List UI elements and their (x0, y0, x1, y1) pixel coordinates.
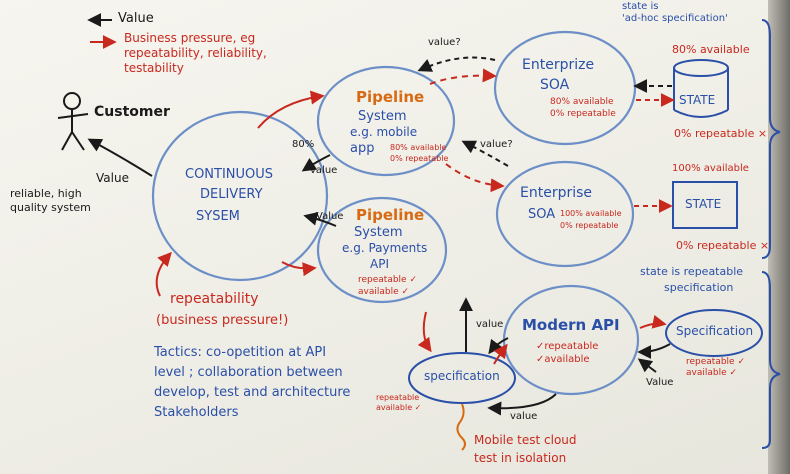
state-bottom-label: STATE (685, 197, 722, 211)
pressure-arrow-cd-to-mobile (257, 90, 325, 129)
spec-right-check-1: repeatable ✓ (686, 357, 746, 367)
state-bottom-repeatable: 0% repeatable × (676, 239, 770, 252)
legend-value-label: Value (118, 11, 154, 26)
mobile-cloud-line-1: Mobile test cloud (474, 433, 577, 447)
tactics-line-3: develop, test and architecture (154, 385, 351, 400)
value-arrow-mobile-to-cd (301, 154, 331, 172)
repeatability-note-line-2: (business pressure!) (156, 313, 289, 328)
modern-api-check-1: ✓repeatable (536, 341, 599, 352)
spec-left-check-2: available ✓ (376, 403, 422, 412)
spec-right-check-2: available ✓ (686, 368, 738, 378)
pipeline-mobile-circle (316, 65, 456, 177)
soa-top-line-1: Enterprize (522, 57, 595, 73)
cd-system-line-1: CONTINUOUS (185, 167, 274, 182)
cd-system-line-3: SYSEM (196, 209, 240, 224)
pressure-arrow-cd-to-payments (281, 261, 317, 277)
whiteboard-frame (768, 0, 790, 474)
soa-bottom-circle (495, 160, 635, 268)
pipeline-payments-title: Pipeline (356, 206, 425, 224)
state-bottom-available: 100% available (672, 163, 749, 174)
pipeline-payments-check-2: available ✓ (358, 287, 410, 297)
arrow-label-value-q-top: value? (428, 37, 461, 48)
arrow-label-value-q-mid: value? (480, 139, 513, 150)
brace-bottom (761, 271, 781, 449)
value-arrow-cd-to-customer (87, 138, 153, 177)
left-value-label: Value (96, 171, 129, 185)
pipeline-mobile-line-3: app (350, 141, 375, 156)
spec-left-label: specification (424, 369, 500, 383)
spec-right-ellipse (665, 309, 763, 357)
soa-top-stat-2: 0% repeatable (550, 109, 616, 119)
soa-bottom-stat-2: 0% repeatable (560, 221, 619, 230)
state-top-repeatable: 0% repeatable × (674, 127, 768, 140)
pipeline-mobile-stat-2: 0% repeatable (390, 154, 449, 163)
spec-left-ellipse (408, 352, 516, 404)
spec-left-check-1: repeatable (376, 393, 420, 402)
pipeline-payments-line-1: System (354, 225, 403, 240)
pressure-arrow-spec-left (417, 311, 432, 353)
adhoc-note-line-2: 'ad-hoc specification' (622, 13, 728, 24)
pipeline-mobile-line-1: System (358, 109, 407, 124)
modern-api-check-2: ✓available (536, 354, 590, 365)
tactics-line-2: level ; collaboration between (154, 365, 343, 380)
value-arrow-modern-to-spec (487, 393, 557, 416)
arrow-label-value-payments: Value (316, 211, 344, 222)
state-top-available: 80% available (672, 43, 750, 56)
cd-system-line-2: DELIVERY (200, 187, 263, 202)
state-top-cylinder (673, 59, 729, 118)
legend-pressure-line-2: repeatability, reliability, (124, 46, 267, 60)
soa-bottom-line-2: SOA (528, 207, 556, 222)
reliable-note-line-2: quality system (10, 201, 91, 214)
mobile-cloud-squiggle (456, 403, 466, 451)
pressure-arrow-repeatability-up (155, 251, 172, 297)
value-arrow-bottom-spec (637, 358, 657, 373)
arrow-label-value-spec-bottom: value (510, 411, 538, 422)
legend-pressure-line-1: Business pressure, eg (124, 31, 256, 45)
arrow-label-value-payments-up: value (476, 319, 504, 330)
pipeline-mobile-title: Pipeline (356, 88, 425, 106)
customer-label: Customer (94, 104, 170, 120)
modern-api-circle (502, 284, 640, 396)
soa-top-line-2: SOA (540, 77, 570, 93)
pressure-arrow-mobile-to-soa-bottom (445, 163, 505, 193)
state-bottom-box (672, 181, 738, 229)
repeatable-note-line-2: specification (664, 281, 734, 294)
value-q-arrow-soa-top (417, 56, 496, 72)
repeatable-note-line-1: state is repeatable (640, 265, 744, 278)
value-arrow-specright-to-modern (637, 343, 671, 359)
pressure-arrow-modern-to-specright (639, 314, 667, 329)
reliable-note-line-1: reliable, high (10, 187, 82, 200)
value-q-arrow-soa-bottom (461, 140, 509, 167)
brace-top (761, 19, 781, 259)
tactics-line-1: Tactics: co-opetition at API (154, 345, 327, 360)
pipeline-mobile-line-2: e.g. mobile (350, 125, 418, 139)
value-arrow-payments-to-cd (303, 211, 337, 227)
adhoc-note-line-1: state is (622, 1, 659, 12)
pressure-arrow-mobile-to-soa (429, 68, 497, 85)
soa-bottom-line-1: Enterprise (520, 185, 593, 201)
arrow-label-value-mobile: value (310, 165, 338, 176)
pipeline-payments-line-2: e.g. Payments (342, 241, 428, 255)
state-top-label: STATE (679, 93, 716, 107)
arrow-label-value-spec-right: Value (646, 377, 674, 388)
soa-top-stat-1: 80% available (550, 97, 614, 107)
soa-bottom-stat-1: 100% available (560, 209, 622, 218)
pipeline-payments-check-1: repeatable ✓ (358, 275, 418, 285)
tactics-line-4: Stakeholders (154, 405, 239, 420)
customer-stick-figure (57, 92, 89, 151)
mobile-cloud-line-2: test in isolation (474, 451, 567, 465)
spec-right-label: Specification (676, 324, 754, 338)
cd-system-circle (151, 110, 329, 282)
pressure-arrow-spec-left-to-modern (493, 343, 508, 365)
pipeline-mobile-stat-1: 80% available (390, 143, 447, 152)
modern-api-title: Modern API (522, 316, 620, 334)
pipeline-payments-circle (316, 196, 448, 304)
legend-pressure-line-3: testability (124, 61, 184, 75)
arrow-label-80pct: 80% (292, 139, 315, 150)
repeatability-note-line-1: repeatability (170, 291, 259, 307)
pipeline-payments-line-3: API (370, 257, 389, 271)
